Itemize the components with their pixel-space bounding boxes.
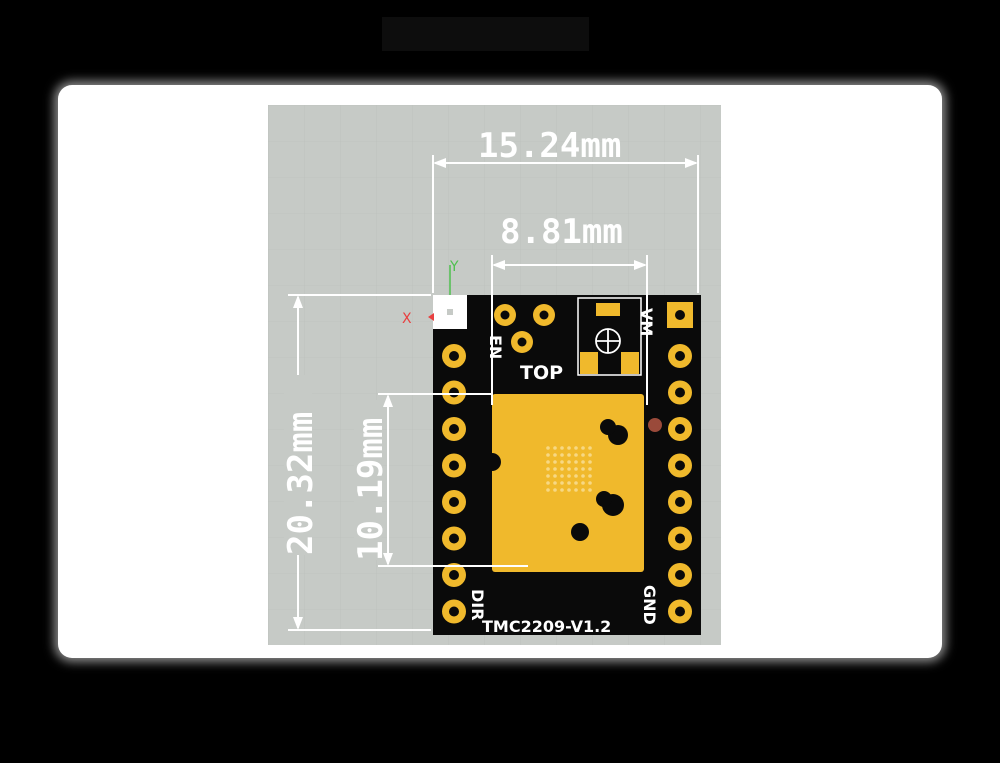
vm-pad-hole <box>675 310 685 320</box>
top-bar <box>382 17 589 51</box>
header-pin-hole <box>449 351 459 361</box>
header-pin-hole <box>449 424 459 434</box>
thermal-via <box>574 481 578 485</box>
thermal-via <box>574 460 578 464</box>
thermal-via <box>546 481 550 485</box>
thermal-via <box>567 474 571 478</box>
thermal-via <box>553 474 557 478</box>
thermal-via <box>546 467 550 471</box>
overall-width-label: 15.24mm <box>478 126 621 166</box>
thermal-via <box>588 453 592 457</box>
thermal-via <box>581 460 585 464</box>
thermal-via <box>581 467 585 471</box>
thermal-via <box>588 467 592 471</box>
thermal-via <box>560 460 564 464</box>
overall-height-dimension <box>288 294 431 631</box>
potentiometer-outline <box>577 297 642 376</box>
board-name-label: TMC2209-V1.2 <box>482 617 611 636</box>
top-pads <box>494 304 555 353</box>
thermal-via <box>560 446 564 450</box>
thermal-via <box>567 453 571 457</box>
pot-pad-right <box>621 352 639 374</box>
header-pin-hole <box>675 606 685 617</box>
thermal-via <box>560 481 564 485</box>
thermal-via <box>588 481 592 485</box>
thermal-via <box>574 446 578 450</box>
chip-height-label-bg <box>354 400 382 560</box>
chip-width-dimension <box>491 255 648 405</box>
overall-height-label: 20.32mm <box>281 412 321 555</box>
thermal-via <box>581 488 585 492</box>
thermal-via <box>581 481 585 485</box>
pot-pad-top <box>596 303 620 316</box>
chip-mark <box>571 523 589 541</box>
thermal-via <box>553 453 557 457</box>
header-pin-hole <box>449 497 459 507</box>
thermal-via <box>560 474 564 478</box>
thermal-via <box>546 460 550 464</box>
chip-height-label: 10.19mm <box>351 418 391 561</box>
header-pin-hole <box>449 570 459 580</box>
header-pin-hole <box>675 533 685 544</box>
thermal-via <box>560 453 564 457</box>
header-pin-hole <box>449 533 459 544</box>
header-pin-hole <box>675 424 685 434</box>
header-pin-hole <box>675 460 685 471</box>
pot-pad-left <box>580 352 598 374</box>
via-dot <box>648 418 662 432</box>
header-pin-hole <box>675 497 685 507</box>
thermal-via <box>574 467 578 471</box>
board-diagram: TOP TMC2209-V1.2 EN VM DIR GND Y X 15.24… <box>268 105 721 645</box>
thermal-via <box>553 467 557 471</box>
thermal-via <box>553 460 557 464</box>
thermal-via <box>567 481 571 485</box>
thermal-via <box>567 467 571 471</box>
header-pin-hole <box>675 351 685 361</box>
chip-mark <box>600 419 616 435</box>
thermal-via <box>581 446 585 450</box>
chip-mark <box>596 491 612 507</box>
thermal-via <box>553 481 557 485</box>
x-axis-arrow <box>428 313 434 321</box>
x-axis-label: X <box>402 311 412 327</box>
thermal-via <box>574 488 578 492</box>
thermal-vias <box>546 446 592 492</box>
thermal-via <box>588 474 592 478</box>
header-pin-hole <box>449 606 459 617</box>
header-pin-hole <box>449 460 459 471</box>
thermal-via <box>546 474 550 478</box>
thermal-via <box>560 488 564 492</box>
thermal-via <box>553 446 557 450</box>
thermal-via <box>581 474 585 478</box>
header-pin-hole <box>675 387 685 398</box>
header-pin-hole <box>675 570 685 580</box>
overall-width-dimension <box>432 155 699 293</box>
chip-mark <box>483 453 501 471</box>
thermal-via <box>553 488 557 492</box>
thermal-via <box>588 446 592 450</box>
thermal-via <box>574 474 578 478</box>
thermal-via <box>588 460 592 464</box>
thermal-via <box>574 453 578 457</box>
origin-dot <box>447 309 453 315</box>
thermal-via <box>567 446 571 450</box>
chip-height-dimension <box>378 393 528 567</box>
thermal-via <box>546 446 550 450</box>
right-pin-header <box>668 344 692 624</box>
thermal-via <box>546 453 550 457</box>
chip-width-label: 8.81mm <box>500 212 623 252</box>
thermal-via <box>560 467 564 471</box>
thermal-via <box>581 453 585 457</box>
thermal-via <box>567 460 571 464</box>
top-label: TOP <box>520 362 563 384</box>
thermal-via <box>546 488 550 492</box>
thermal-via <box>567 488 571 492</box>
height-label-bg <box>284 375 312 555</box>
pin-label-en: EN <box>486 335 505 359</box>
pin-label-gnd: GND <box>640 585 659 625</box>
thermal-via <box>588 488 592 492</box>
header-pin-hole <box>449 387 459 398</box>
pin-label-dir: DIR <box>468 589 487 621</box>
y-axis-label: Y <box>449 259 459 275</box>
